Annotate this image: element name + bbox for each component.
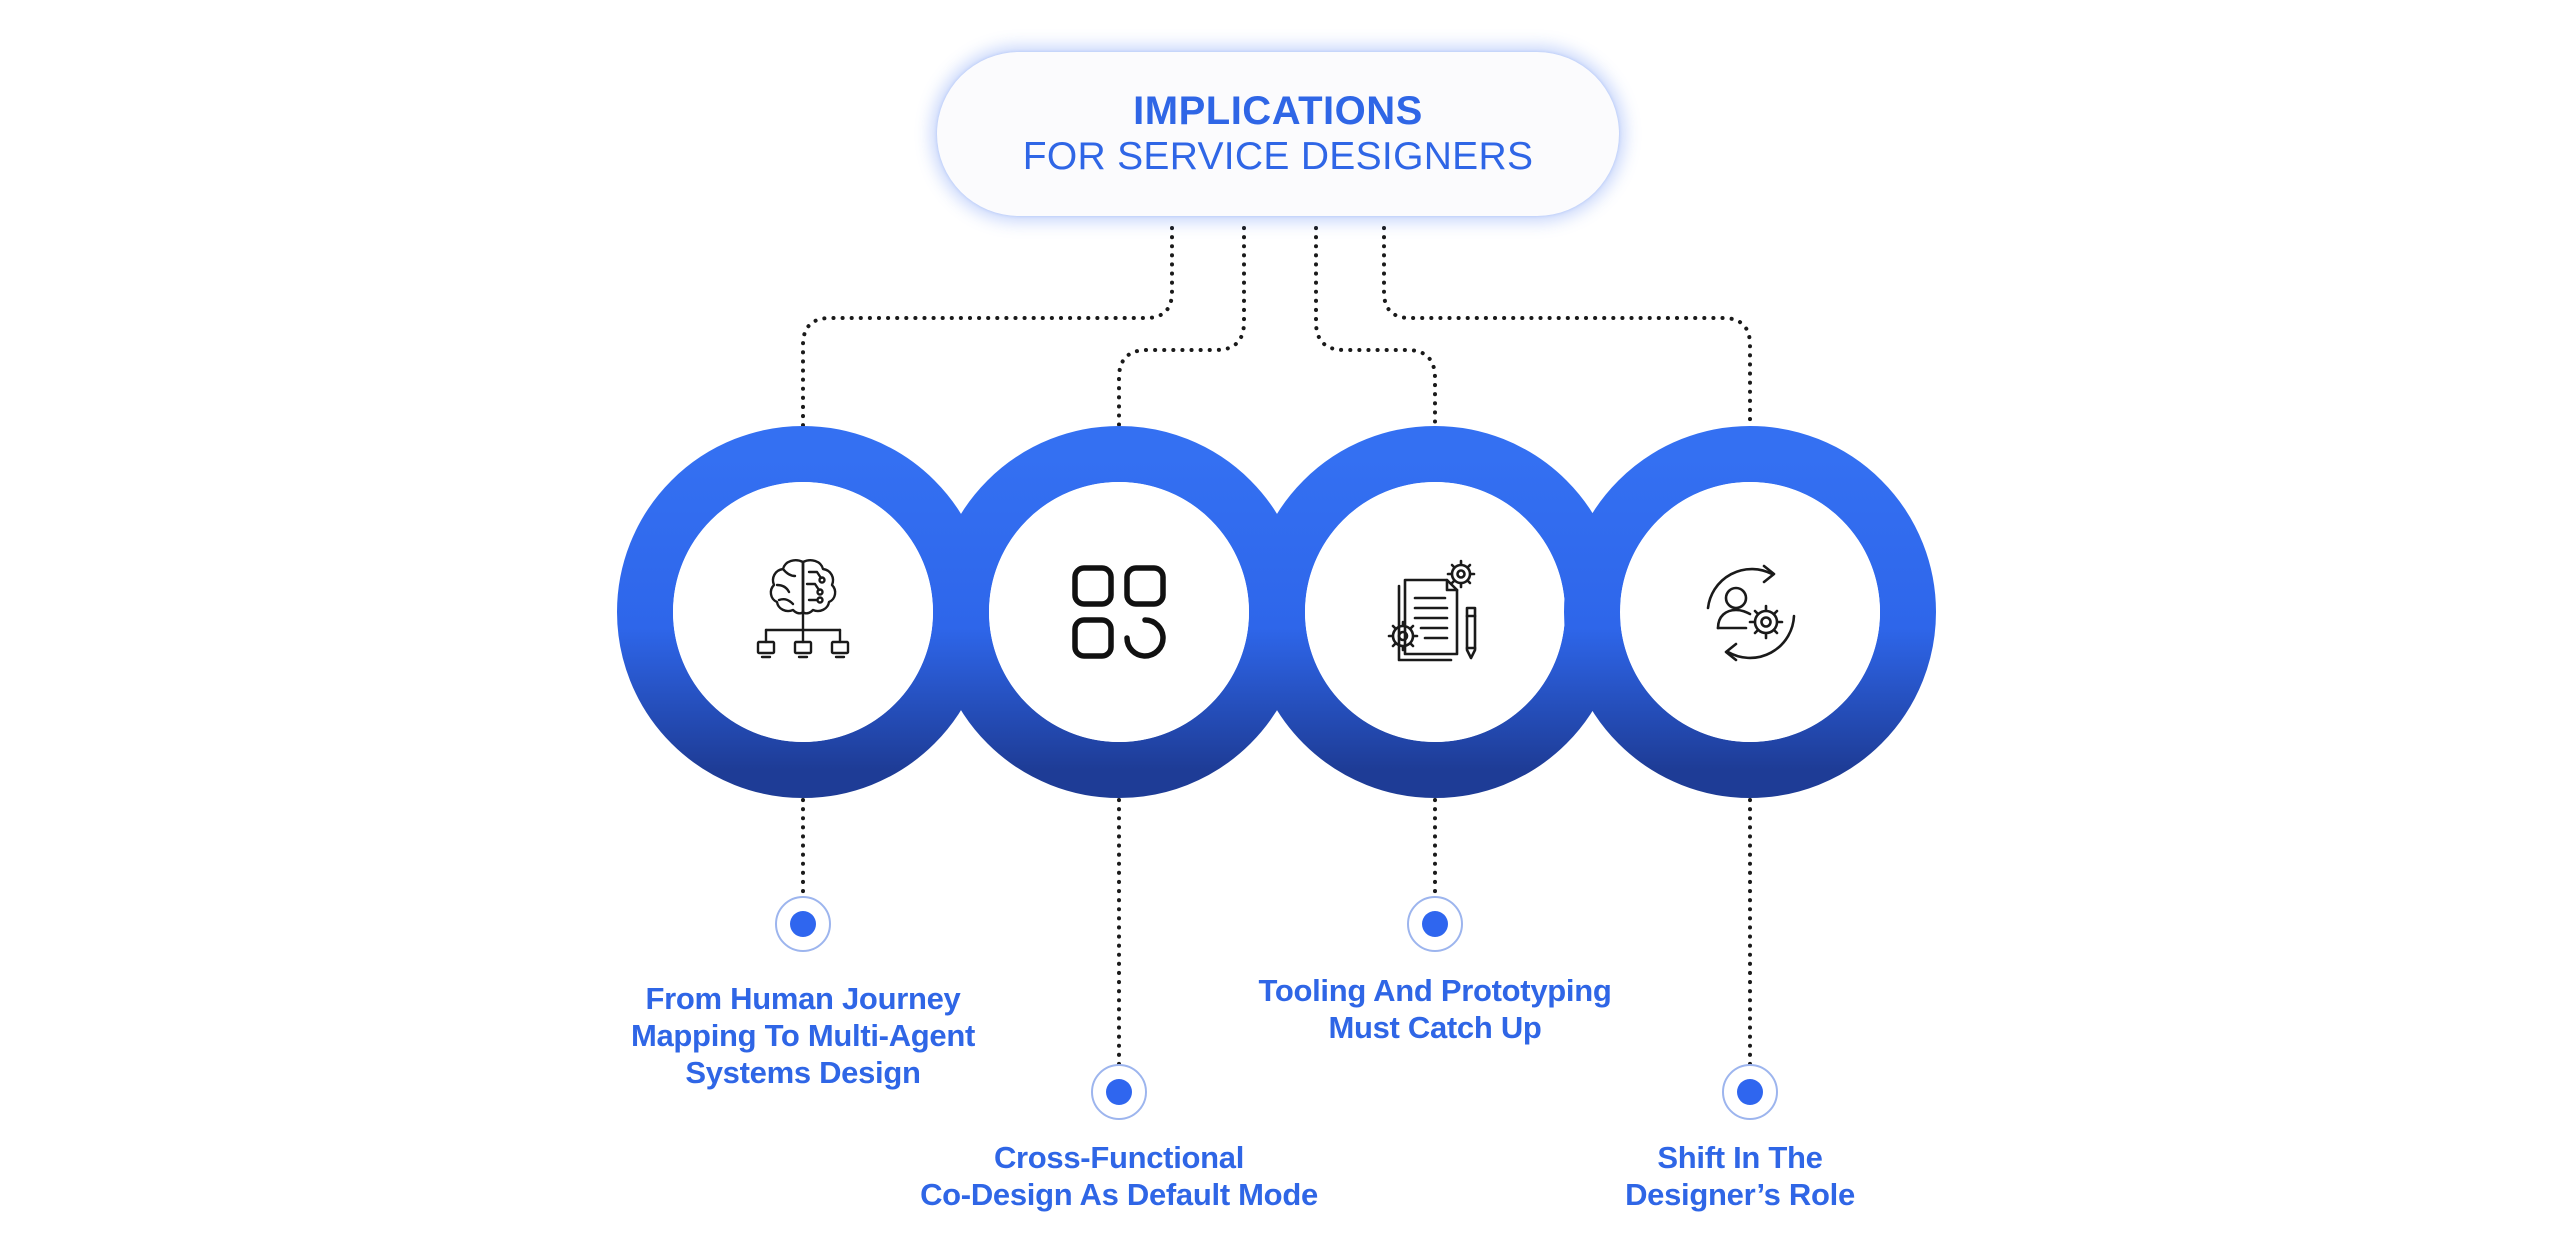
dot-marker-4 <box>1737 1079 1763 1105</box>
connector-top-3 <box>1314 226 1437 428</box>
ring-4 <box>1564 426 1936 798</box>
item-label-2: Cross-Functional Co-Design As Default Mo… <box>920 1140 1318 1212</box>
ai-brain-network-icon <box>743 552 863 672</box>
item-label-3: Tooling And Prototyping Must Catch Up <box>1258 973 1612 1045</box>
dot-marker-1 <box>790 911 816 937</box>
connector-top-1 <box>801 226 1174 428</box>
connector-top-4 <box>1382 226 1752 428</box>
user-gear-cycle-icon <box>1690 552 1810 672</box>
page-subtitle: FOR SERVICE DESIGNERS <box>1022 135 1534 178</box>
dot-marker-2 <box>1106 1079 1132 1105</box>
dot-marker-3 <box>1422 911 1448 937</box>
item-label-4: Shift In The Designer’s Role <box>1625 1140 1855 1212</box>
ring-4-inner <box>1620 482 1880 742</box>
app-grid-icon <box>1059 552 1179 672</box>
document-settings-pencil-icon <box>1375 552 1495 672</box>
ring-2-inner <box>989 482 1249 742</box>
page-title: IMPLICATIONS <box>1133 89 1423 133</box>
item-label-1: From Human Journey Mapping To Multi-Agen… <box>630 981 976 1090</box>
ring-3-inner <box>1305 482 1565 742</box>
connector-top-2 <box>1117 226 1246 428</box>
title-pill: IMPLICATIONS FOR SERVICE DESIGNERS <box>937 52 1619 216</box>
